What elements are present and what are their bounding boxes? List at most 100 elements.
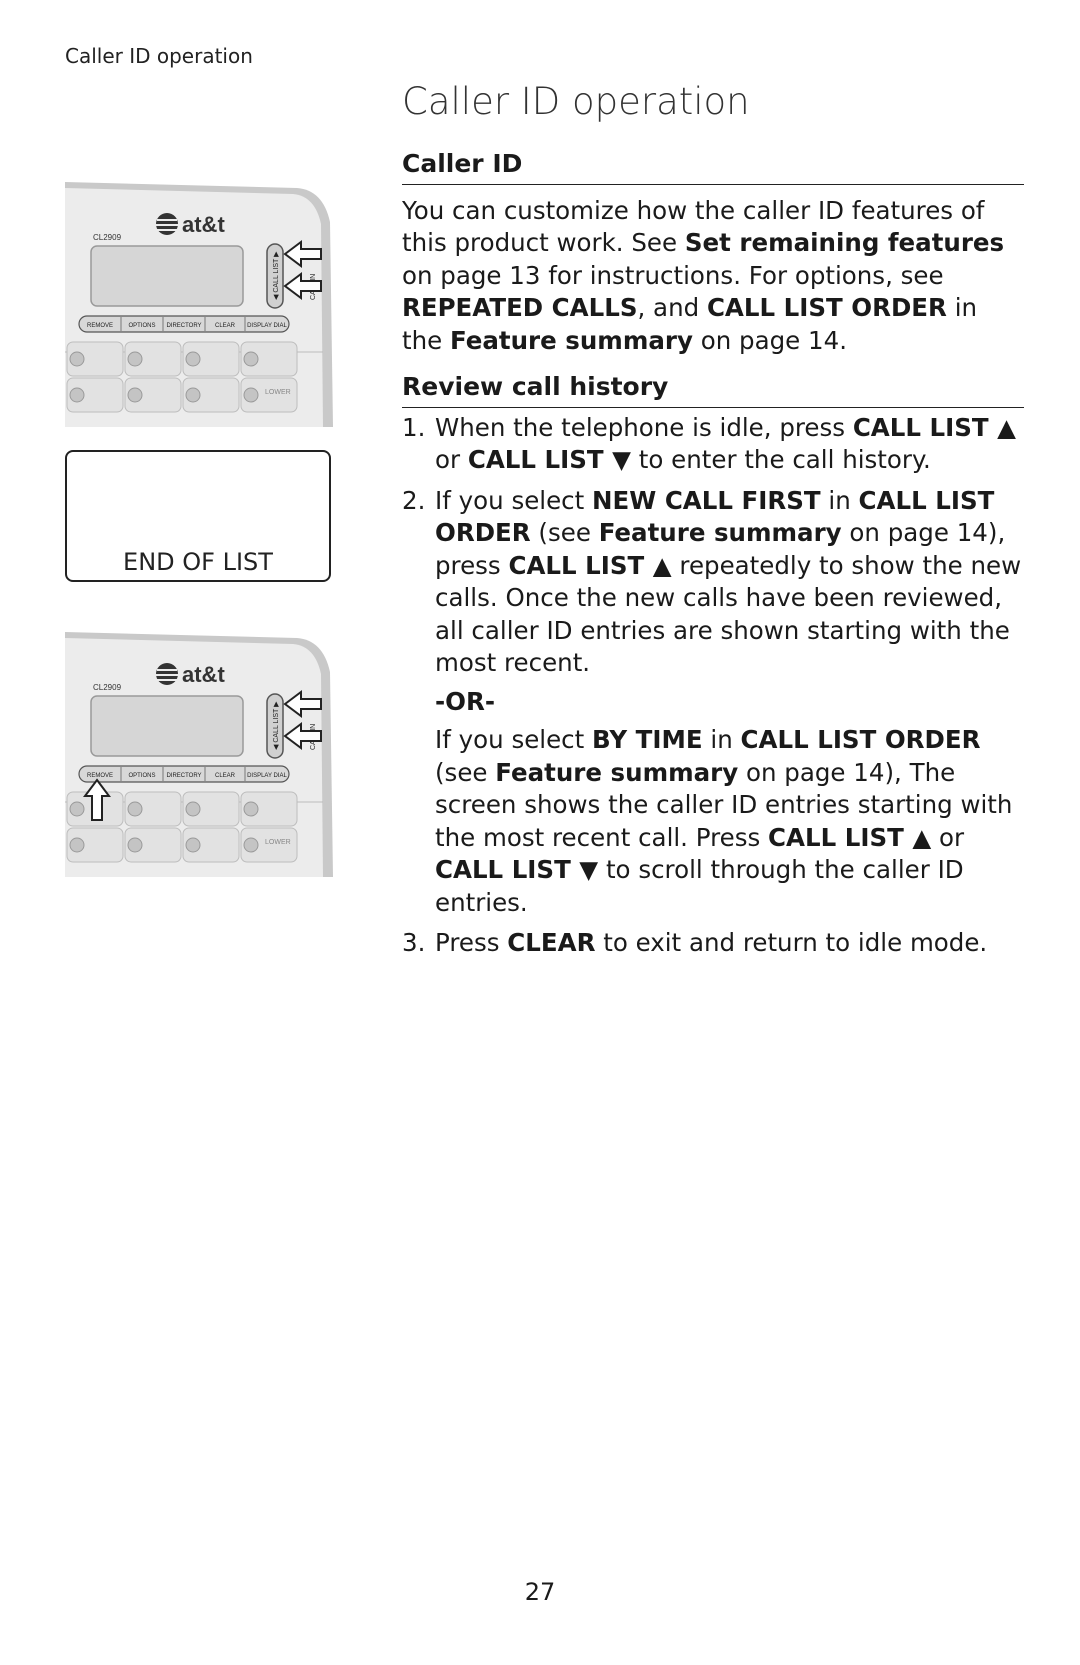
- function-key-label: DISPLAY DIAL: [247, 323, 287, 329]
- bold-term: REPEATED CALLS: [402, 293, 638, 322]
- text-run: on page 14), The screen shows the caller…: [435, 757, 1013, 852]
- keypad-key: [240, 827, 298, 863]
- keypad-dot: [185, 801, 201, 817]
- review-steps-list: 1.When the telephone is idle, press CALL…: [402, 412, 1024, 960]
- bold-term: CALL LIST ▲: [508, 550, 672, 580]
- text-run: in: [702, 725, 741, 754]
- keypad-key: [124, 791, 182, 827]
- lower-label: LOWER: [265, 839, 291, 846]
- bold-term: NEW CALL FIRST: [592, 485, 821, 515]
- step-number: 2.: [402, 485, 426, 515]
- text-run: to enter the call history.: [631, 445, 931, 474]
- call-list-key: [266, 243, 284, 309]
- bold-term: CALL LIST ORDER: [435, 485, 995, 548]
- text-run: (see: [435, 757, 496, 787]
- keypad-dot: [243, 351, 259, 367]
- text-run: or: [435, 445, 468, 474]
- keypad-dot: [243, 387, 259, 403]
- keypad-key: [66, 341, 124, 377]
- bold-term: BY TIME: [592, 725, 703, 754]
- keypad-key: [182, 791, 240, 827]
- keypad-key: [66, 377, 124, 413]
- pointer-arrow-up-icon: [83, 778, 111, 821]
- text-run: on page 14), press: [435, 518, 1006, 580]
- keypad-dot: [243, 801, 259, 817]
- keypad-dot: [69, 801, 85, 817]
- keypad-dot: [127, 837, 143, 853]
- phone-screen: [90, 695, 244, 757]
- att-logo: [156, 663, 178, 685]
- step-text: Press CLEAR to exit and return to idle m…: [435, 927, 1024, 960]
- call-list-key: [266, 693, 284, 759]
- keypad-key: [240, 791, 298, 827]
- text-run: If you select: [435, 485, 593, 515]
- keypad-dot: [69, 387, 85, 403]
- step-item: 2. If you select NEW CALL FIRST in CALL L…: [402, 485, 1024, 920]
- text-run: or: [931, 822, 965, 852]
- bold-term: Feature summary: [598, 518, 842, 547]
- att-logo: [156, 213, 178, 235]
- bold-term: Feature summary: [495, 757, 739, 787]
- function-key-label: REMOVE: [87, 773, 113, 779]
- call-list-key-label: ◀ CALL LIST ▶: [273, 251, 280, 300]
- text-run: repeatedly to show the new calls. Once t…: [435, 550, 1022, 678]
- brand-text: at&t: [182, 212, 225, 237]
- text-run: in the: [402, 293, 978, 355]
- lower-label: LOWER: [265, 389, 291, 396]
- function-key-label: CLEAR: [215, 323, 236, 329]
- keypad-key: [182, 827, 240, 863]
- keypad-key: [182, 341, 240, 377]
- keypad-dot: [185, 387, 201, 403]
- keypad-dot: [127, 351, 143, 367]
- step-item: 3.Press CLEAR to exit and return to idle…: [402, 927, 1024, 960]
- text-run: in: [820, 485, 859, 515]
- lcd-screen-illustration: END OF LIST: [65, 450, 331, 582]
- page-number: 27: [524, 1578, 556, 1606]
- call-list-key-label: ◀ CALL LIST ▶: [273, 701, 280, 750]
- function-key-label: DISPLAY DIAL: [247, 773, 287, 779]
- step-text: When the telephone is idle, press CALL L…: [435, 412, 1024, 477]
- model-text: CL2909: [93, 683, 122, 692]
- function-key-label: OPTIONS: [128, 323, 155, 329]
- text-run: If you select: [435, 725, 593, 754]
- function-key-label: OPTIONS: [128, 773, 155, 779]
- bold-term: CLEAR: [507, 928, 596, 957]
- function-key-label: REMOVE: [87, 323, 113, 329]
- pointer-arrow-icon: [283, 272, 322, 300]
- phone-screen: [90, 245, 244, 307]
- section-heading-review-call-history: Review call history: [402, 371, 1024, 408]
- function-key-label: DIRECTORY: [166, 773, 201, 779]
- or-separator: -OR-: [435, 686, 496, 716]
- keypad-key: [240, 341, 298, 377]
- function-key-row: [78, 765, 290, 783]
- text-run: on page 14.: [692, 325, 847, 355]
- lcd-display-text: END OF LIST: [123, 548, 273, 576]
- bold-term: CALL LIST ▼: [435, 855, 599, 884]
- pointer-arrow-icon: [283, 240, 322, 268]
- text-run: (see: [530, 518, 599, 547]
- step-text: If you select BY TIME in CALL LIST ORDER…: [435, 724, 1024, 919]
- function-key-label: DIRECTORY: [166, 323, 201, 329]
- text-run: to exit and return to idle mode.: [595, 928, 988, 957]
- main-content: Caller ID You can customize how the call…: [402, 148, 1024, 968]
- keypad-key: [124, 341, 182, 377]
- keypad-key: [182, 377, 240, 413]
- bold-term: CALL LIST ORDER: [706, 293, 947, 322]
- keypad-dot: [127, 387, 143, 403]
- function-key-label: CLEAR: [215, 773, 236, 779]
- brand-text: at&t: [182, 662, 225, 687]
- bold-term: Set remaining features: [684, 228, 1005, 257]
- text-run: Press: [435, 928, 508, 957]
- text-run: to scroll through the caller ID entries.: [435, 855, 964, 917]
- text-run: on page 13 for instructions. For options…: [402, 260, 944, 290]
- bold-term: CALL LIST ORDER: [740, 725, 981, 754]
- keypad-key: [124, 827, 182, 863]
- text-run: When the telephone is idle, press: [435, 412, 853, 442]
- keypad-dot: [185, 837, 201, 853]
- step-text: If you select NEW CALL FIRST in CALL LIS…: [435, 485, 1024, 680]
- function-key-row: [78, 315, 290, 333]
- keypad-dot: [127, 801, 143, 817]
- keypad-key: [66, 827, 124, 863]
- section-heading-caller-id: Caller ID: [402, 148, 1024, 185]
